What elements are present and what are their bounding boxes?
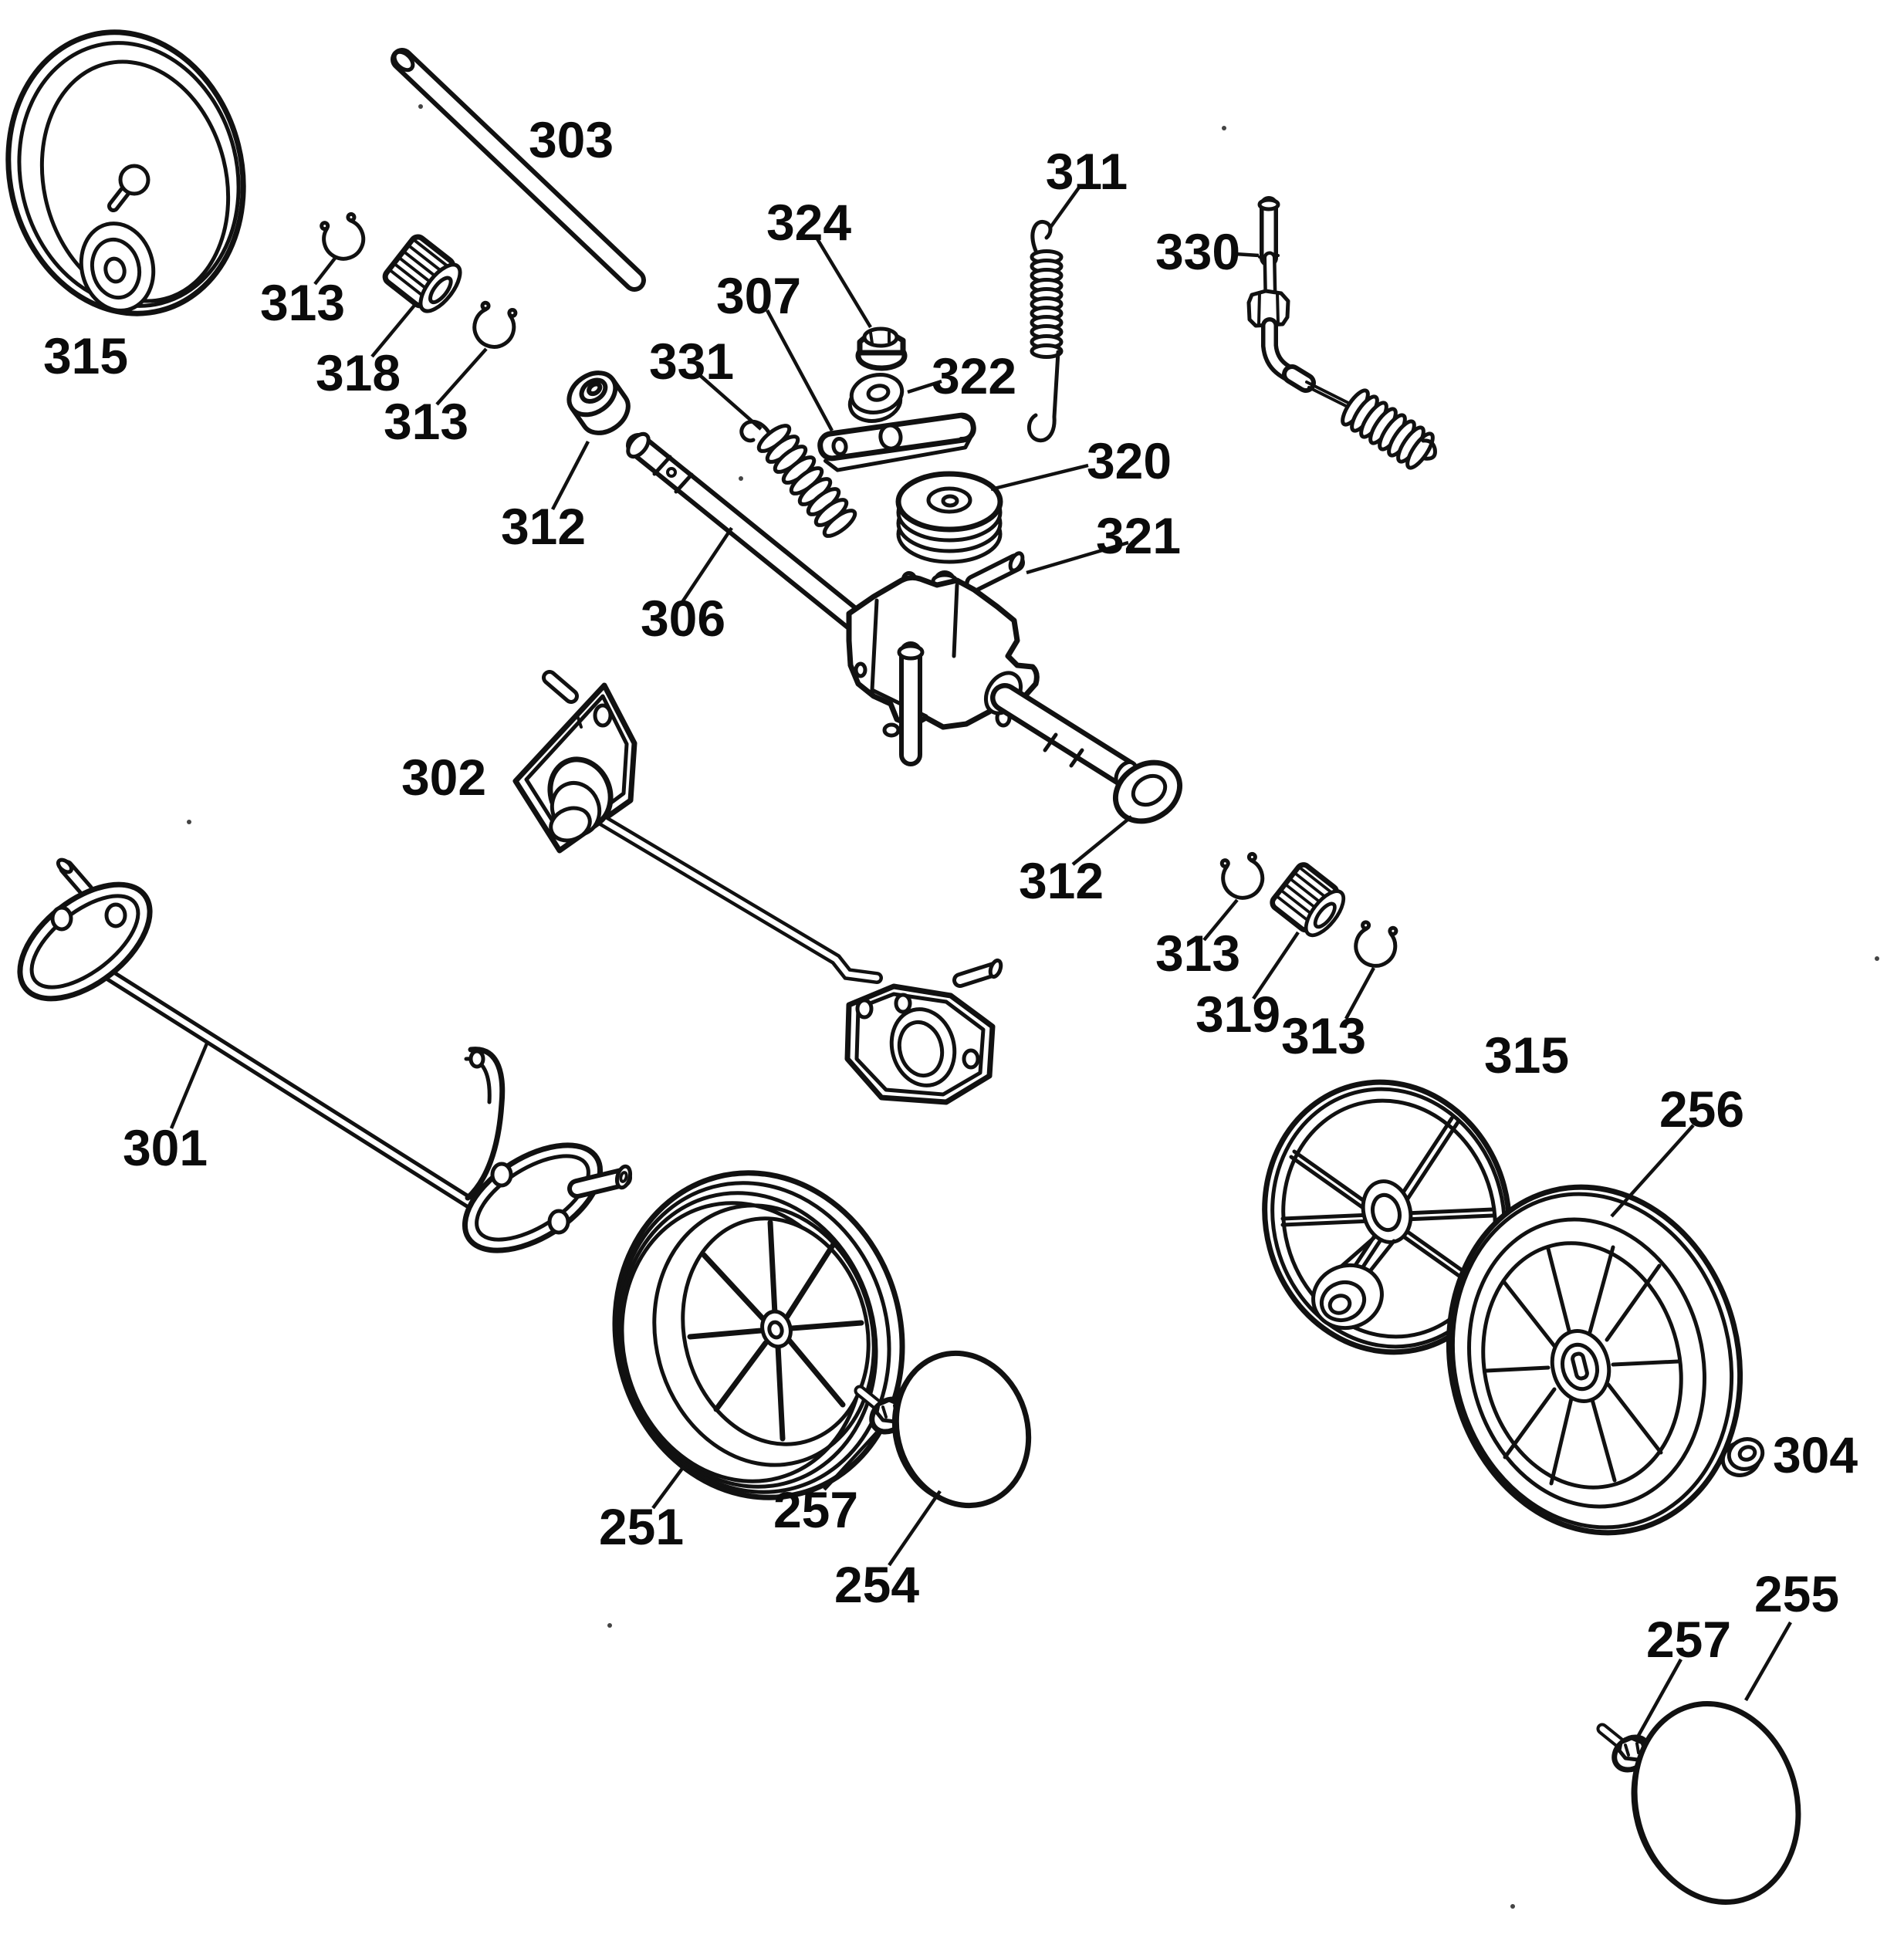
bracket-302-drawing: [512, 670, 1003, 1105]
bearing-312-left-drawing: [566, 370, 631, 435]
axle-301-left-plate: [17, 881, 153, 1002]
snap-ring-313-c-drawing: [1219, 853, 1266, 901]
part-label-255: 255: [1754, 1565, 1839, 1622]
axle-301-arm: [464, 1047, 506, 1201]
part-label-318: 318: [316, 344, 401, 401]
part-label-319: 319: [1195, 986, 1280, 1043]
part-label-257-left: 257: [773, 1481, 858, 1538]
keyhole-slot: [107, 164, 150, 212]
part-label-313-c: 313: [1155, 925, 1240, 982]
part-label-304: 304: [1773, 1426, 1858, 1483]
snap-ring-313-a-drawing: [319, 212, 367, 263]
pulley-320-drawing: [895, 471, 1003, 564]
wheel-cover-315-left-drawing: [5, 29, 246, 316]
gear-319-drawing: [1270, 862, 1350, 941]
cable-330-drawing: [1246, 196, 1437, 470]
bracket-302-lower-plate: [844, 958, 1003, 1105]
tube-303-drawing: [391, 48, 646, 292]
nut-324-drawing: [855, 326, 908, 371]
pin-321-drawing: [965, 551, 1025, 593]
part-label-322: 322: [932, 347, 1016, 404]
disc-254-drawing: [891, 1350, 1032, 1509]
part-label-312-left: 312: [501, 498, 586, 555]
bracket-302-rod: [595, 813, 883, 984]
nut-304-drawing: [1720, 1437, 1765, 1477]
scan-speckles: [187, 104, 1879, 1909]
part-label-315-right: 315: [1484, 1026, 1569, 1084]
part-label-312-right: 312: [1019, 852, 1104, 909]
wheel-251-drawing: [612, 1170, 905, 1500]
part-label-313-a: 313: [260, 274, 345, 331]
part-label-301: 301: [123, 1119, 208, 1176]
bracket-307-drawing: [817, 412, 976, 472]
disc-255-drawing: [1631, 1701, 1801, 1905]
axle-301-right-plate: [462, 1142, 633, 1253]
part-label-313-b: 313: [384, 393, 468, 450]
wheel-cover-315-right-drawing: [1262, 1079, 1512, 1355]
gear-318-drawing: [383, 234, 468, 317]
part-label-321: 321: [1096, 507, 1181, 564]
part-label-257-right: 257: [1646, 1611, 1731, 1668]
cover-hub-boss: [79, 222, 156, 313]
leader-lines: [169, 186, 1792, 1741]
part-label-311: 311: [1046, 143, 1128, 200]
wheel-256-spokes: [1484, 1245, 1680, 1486]
part-label-330: 330: [1155, 223, 1240, 280]
part-label-320: 320: [1087, 432, 1172, 489]
part-label-303: 303: [529, 111, 614, 168]
axle-301-drawing: [17, 857, 633, 1253]
part-labels: 315 313 318 313 303 312 331 306 307 324 …: [43, 111, 1858, 1668]
gearbox-housing-drawing: [846, 570, 1140, 789]
wheel-256-drawing: [1446, 1184, 1743, 1536]
bearing-312-right-drawing: [1112, 759, 1183, 824]
part-label-307: 307: [716, 267, 801, 324]
part-label-315-left: 315: [43, 327, 128, 384]
snap-ring-313-d-drawing: [1351, 919, 1400, 970]
part-label-306: 306: [641, 590, 725, 647]
wheel-251-spokes: [687, 1219, 864, 1442]
part-label-331: 331: [649, 333, 734, 390]
part-label-324: 324: [766, 194, 851, 251]
spring-331-drawing: [739, 419, 857, 538]
spring-311-drawing: [1027, 219, 1064, 443]
part-label-313-d: 313: [1281, 1007, 1366, 1064]
washer-322-drawing: [847, 373, 905, 423]
part-label-256: 256: [1659, 1081, 1744, 1138]
snap-ring-313-b-drawing: [469, 300, 519, 352]
part-label-302: 302: [401, 749, 486, 806]
part-label-251: 251: [599, 1498, 684, 1555]
part-label-254: 254: [834, 1556, 919, 1613]
